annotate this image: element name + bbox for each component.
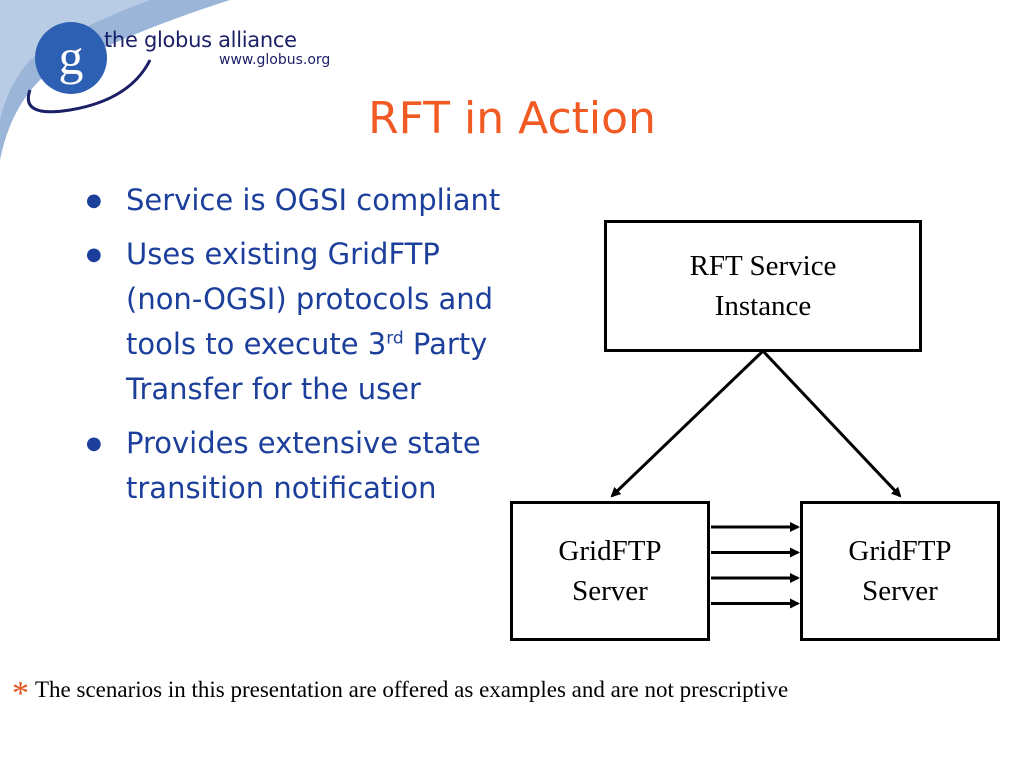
bullet-item: ● Service is OGSI compliant <box>86 178 506 223</box>
arrow-to-right-server <box>761 349 902 498</box>
slide-title: RFT in Action <box>368 93 656 144</box>
server-right-label-line2: Server <box>862 575 938 607</box>
bullet-item: ● Provides extensive state transition no… <box>86 421 506 511</box>
bullet-item: ● Uses existing GridFTP (non-OGSI) proto… <box>86 232 506 412</box>
transfer-arrows <box>711 522 800 609</box>
logo-letter: g <box>59 29 84 85</box>
footnote-marker: * <box>12 675 29 712</box>
logo-swoosh <box>27 59 152 114</box>
footnote: *The scenarios in this presentation are … <box>12 675 788 713</box>
server-left-label-line1: GridFTP <box>558 535 662 567</box>
bullet-superscript: rd <box>386 328 404 349</box>
rft-service-box: RFT Service Instance <box>604 220 922 352</box>
bullet-text-continued: Party Transfer for the user <box>126 327 488 406</box>
globus-logo: g <box>27 22 152 114</box>
server-left-label-line2: Server <box>572 575 648 607</box>
bullet-dot-icon: ● <box>86 190 102 211</box>
gridftp-server-right-box: GridFTP Server <box>800 501 1000 641</box>
brand-url: www.globus.org <box>219 52 331 68</box>
bullet-dot-icon: ● <box>86 433 102 454</box>
server-right-label-line1: GridFTP <box>848 535 952 567</box>
header-decoration: g <box>0 0 230 160</box>
arrow-to-left-server <box>610 349 765 498</box>
bullet-text: Uses existing GridFTP (non-OGSI) protoco… <box>126 237 494 361</box>
corner-band-inner <box>0 0 150 120</box>
gridftp-server-left-box: GridFTP Server <box>510 501 710 641</box>
footnote-text: The scenarios in this presentation are o… <box>35 677 789 702</box>
bullet-text: Service is OGSI compliant <box>126 183 501 217</box>
rft-service-label-line1: RFT Service <box>689 250 837 282</box>
bullet-list: ● Service is OGSI compliant ● Uses exist… <box>86 178 506 520</box>
bullet-dot-icon: ● <box>86 244 102 265</box>
rft-service-label-line2: Instance <box>714 290 812 322</box>
logo-circle <box>35 22 107 94</box>
bullet-text: Provides extensive state transition noti… <box>126 426 481 505</box>
brand-name: the globus alliance <box>104 28 297 52</box>
